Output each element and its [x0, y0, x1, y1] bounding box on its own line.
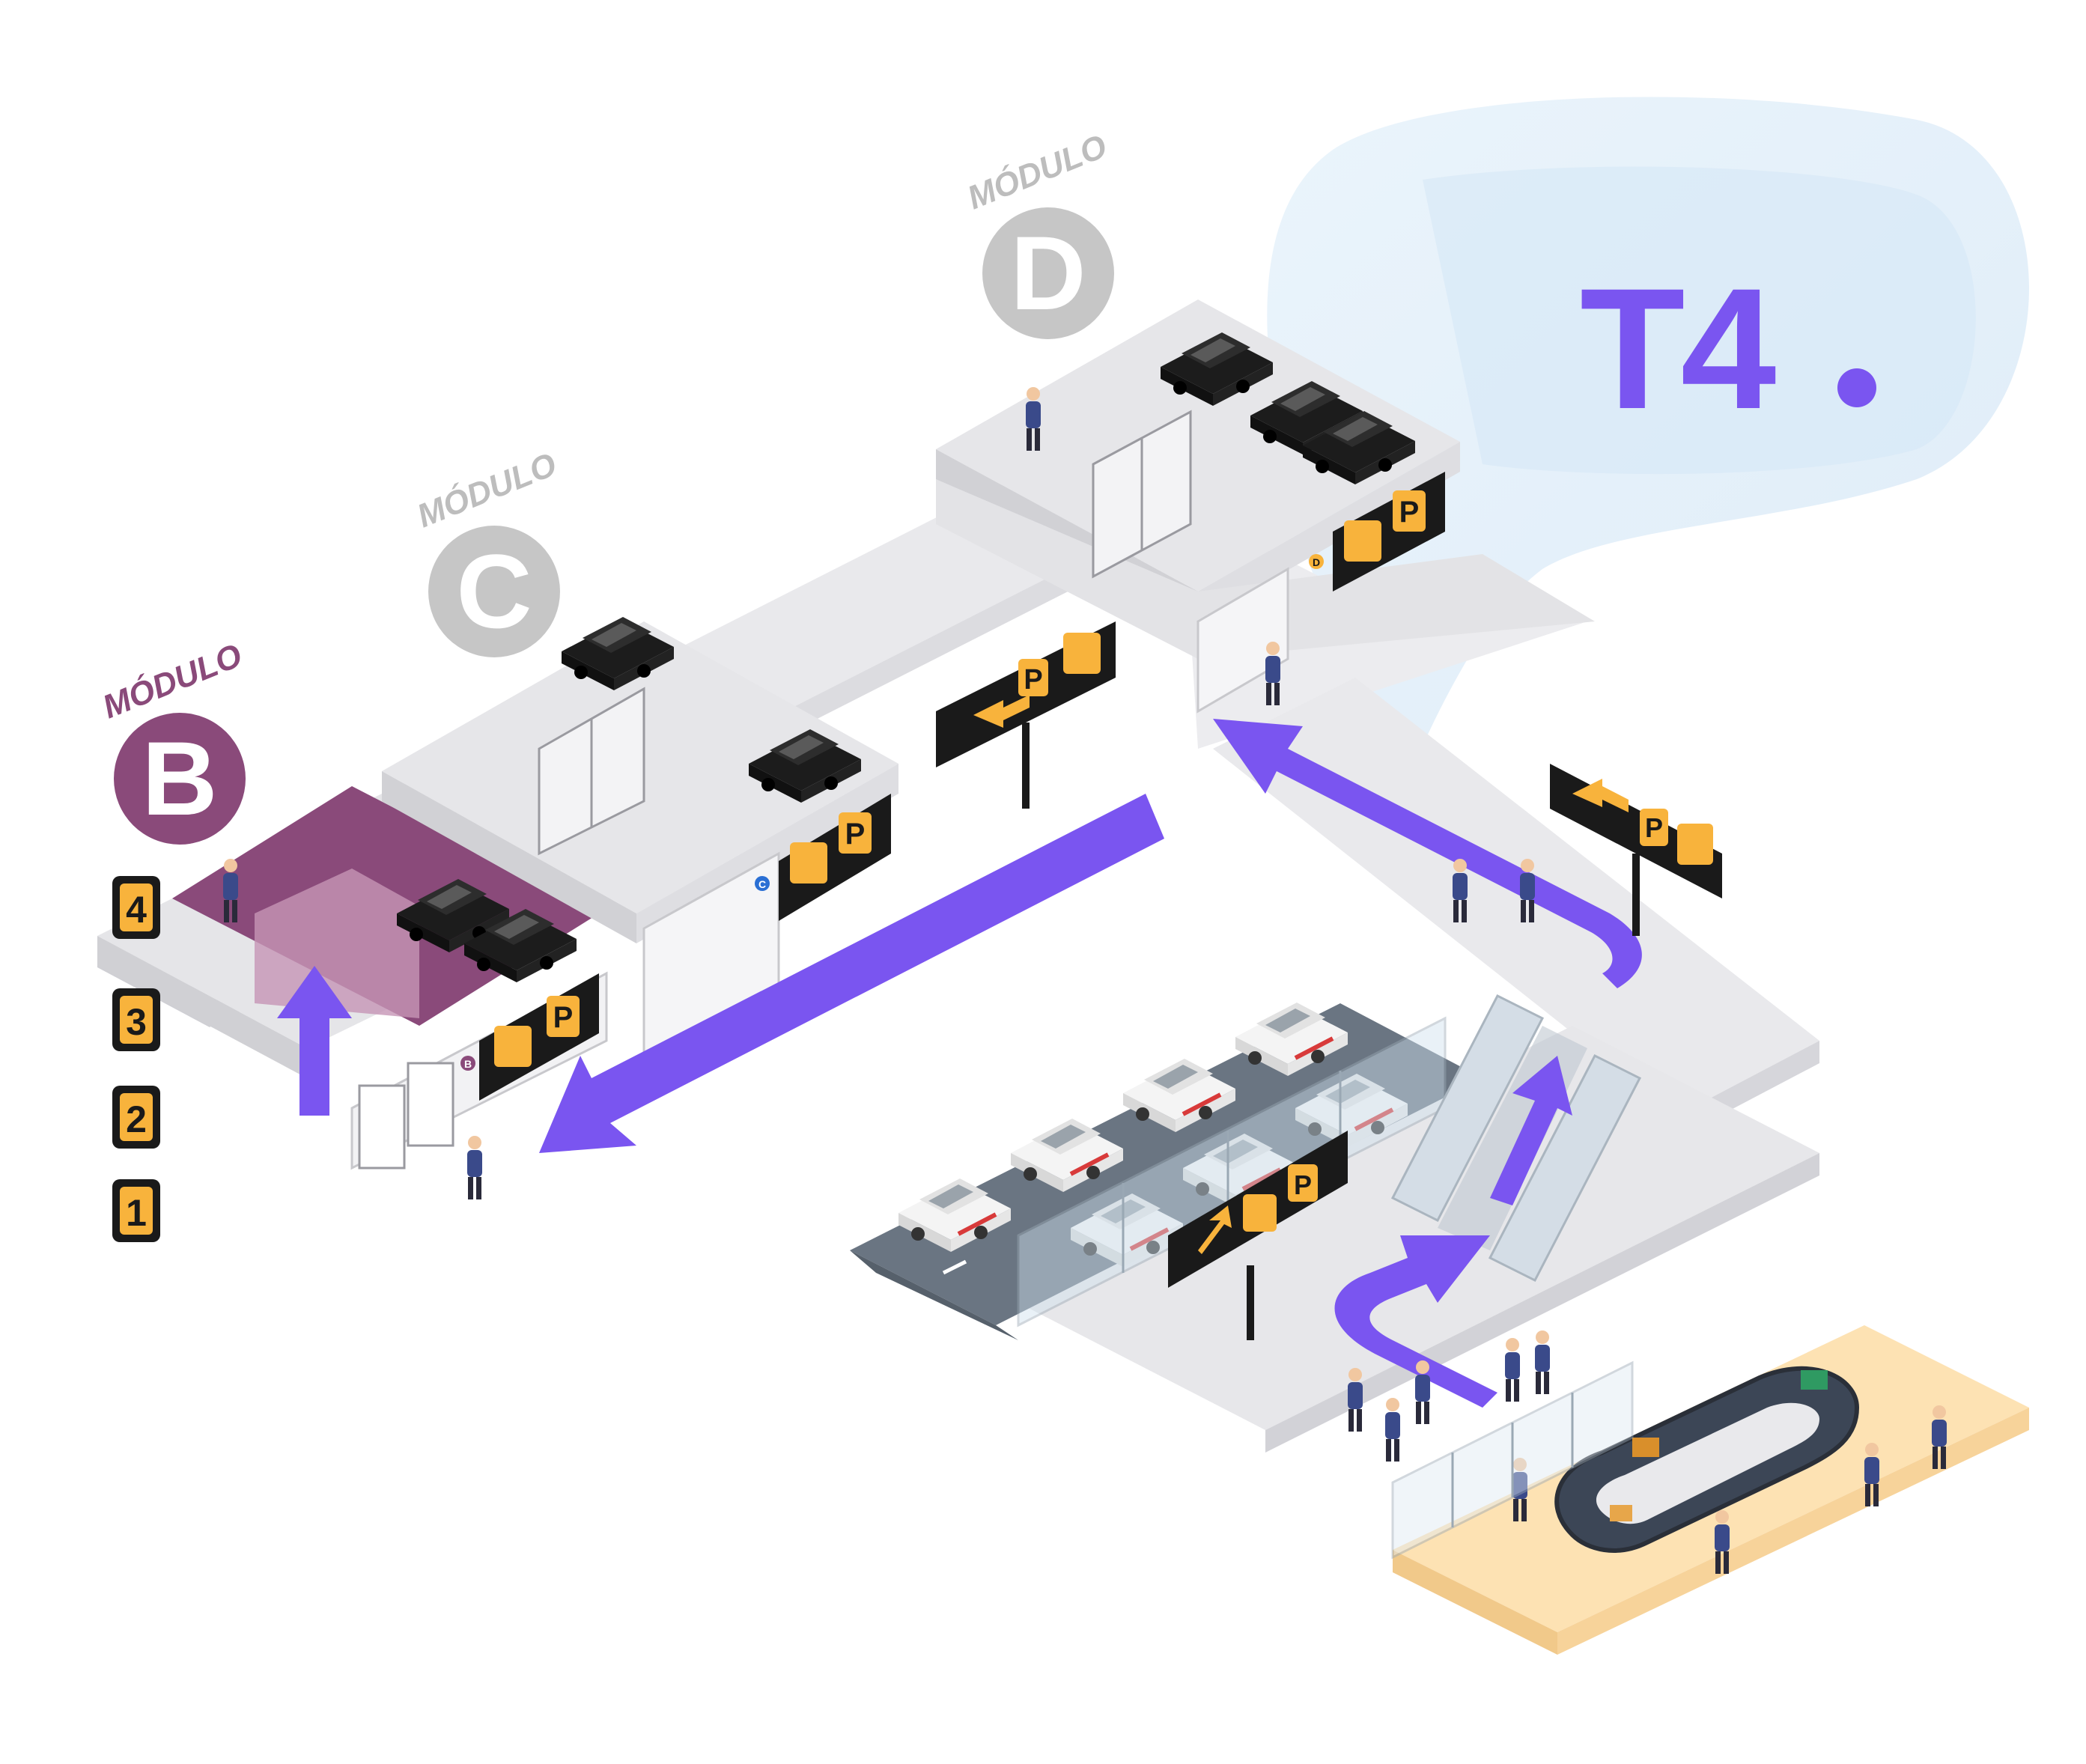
- parking-label: P: [553, 1001, 574, 1034]
- module-c-building: [382, 617, 898, 1065]
- elevator-icon: [1063, 633, 1101, 674]
- parking-icon: [1393, 490, 1426, 532]
- floor-3-label: 3: [126, 1001, 147, 1043]
- floor-2-badge: 2: [112, 1086, 160, 1149]
- parking-label: P: [1399, 496, 1420, 529]
- elevator-icon: [494, 1026, 532, 1067]
- module-c-badge: MÓDULO C: [412, 445, 562, 657]
- wall-sign-module-c: P C: [755, 794, 891, 921]
- module-b-tag: [460, 1056, 475, 1071]
- floor-3-badge: 3: [112, 988, 160, 1051]
- sign-module-c: P: [936, 621, 1116, 809]
- floor-1-label: 1: [126, 1192, 147, 1234]
- elevator-icon: [1677, 824, 1713, 865]
- floor-indicator: 4 3 2 1: [112, 876, 160, 1242]
- route-arrow-up-b: [277, 966, 352, 1116]
- escalator-icon: [1243, 1194, 1277, 1232]
- module-b-letter: B: [142, 720, 217, 837]
- parking-label: P: [1294, 1170, 1312, 1200]
- floor-1-badge: 1: [112, 1179, 160, 1242]
- left-arrow-icon: [973, 695, 1030, 728]
- route-arrow-to-d: [1213, 719, 1642, 988]
- module-d-badge: MÓDULO D: [962, 127, 1114, 339]
- baggage-claim: [1393, 1325, 2029, 1655]
- module-d-letter: D: [1010, 214, 1086, 332]
- parking-label: P: [1645, 812, 1663, 843]
- svg-text:D: D: [1313, 556, 1320, 568]
- module-b-label: MÓDULO: [97, 636, 247, 726]
- parking-icon: [1288, 1164, 1318, 1202]
- module-c-letter: C: [456, 532, 532, 650]
- baggage-carousel: [1554, 1366, 1860, 1553]
- sign-arrivals: P: [1550, 764, 1722, 936]
- module-d-label: MÓDULO: [962, 127, 1112, 217]
- module-d-building: [936, 299, 1595, 714]
- parking-icon: [839, 812, 872, 854]
- parking-icon: [1018, 659, 1048, 696]
- svg-text:C: C: [758, 878, 766, 890]
- module-c-tag: [755, 876, 770, 891]
- module-c-label: MÓDULO: [412, 445, 562, 535]
- route-arrows: [277, 719, 1642, 1408]
- sign-escalator: P: [1168, 1131, 1348, 1340]
- parking-icon: [1640, 809, 1668, 846]
- module-b-circle: [114, 713, 246, 845]
- parking-icon: [547, 996, 580, 1037]
- route-arrow-escalator: [1490, 1056, 1572, 1205]
- parking-label: P: [1024, 664, 1042, 696]
- taxi-lane: [850, 1003, 1483, 1340]
- module-d-tag: [1309, 554, 1324, 569]
- floor-4-badge: 4: [112, 876, 160, 939]
- svg-text:B: B: [464, 1058, 472, 1070]
- terminal-title-text: T4: [1580, 252, 1775, 445]
- floor-2-label: 2: [126, 1098, 147, 1140]
- route-arrow-arrivals: [1334, 1235, 1497, 1408]
- terminal-title-dot: [1837, 368, 1876, 407]
- wall-sign-module-b: P B: [460, 973, 599, 1101]
- terminal-title: T4: [1580, 252, 1876, 445]
- module-b-badge: MÓDULO B: [97, 636, 247, 845]
- elevator-icon: [1344, 520, 1381, 562]
- module-c-circle: [428, 526, 560, 657]
- arrival-gates: [1391, 1360, 1634, 1560]
- left-arrow-icon: [1572, 779, 1629, 812]
- route-arrow-b-to-c: [539, 794, 1164, 1153]
- module-d-circle: [982, 207, 1114, 339]
- elevator-icon: [790, 842, 827, 883]
- floor-4-label: 4: [126, 889, 147, 931]
- up-right-arrow-icon: [1198, 1205, 1232, 1254]
- parking-label: P: [845, 818, 866, 851]
- wall-sign-module-d: P D: [1309, 472, 1445, 591]
